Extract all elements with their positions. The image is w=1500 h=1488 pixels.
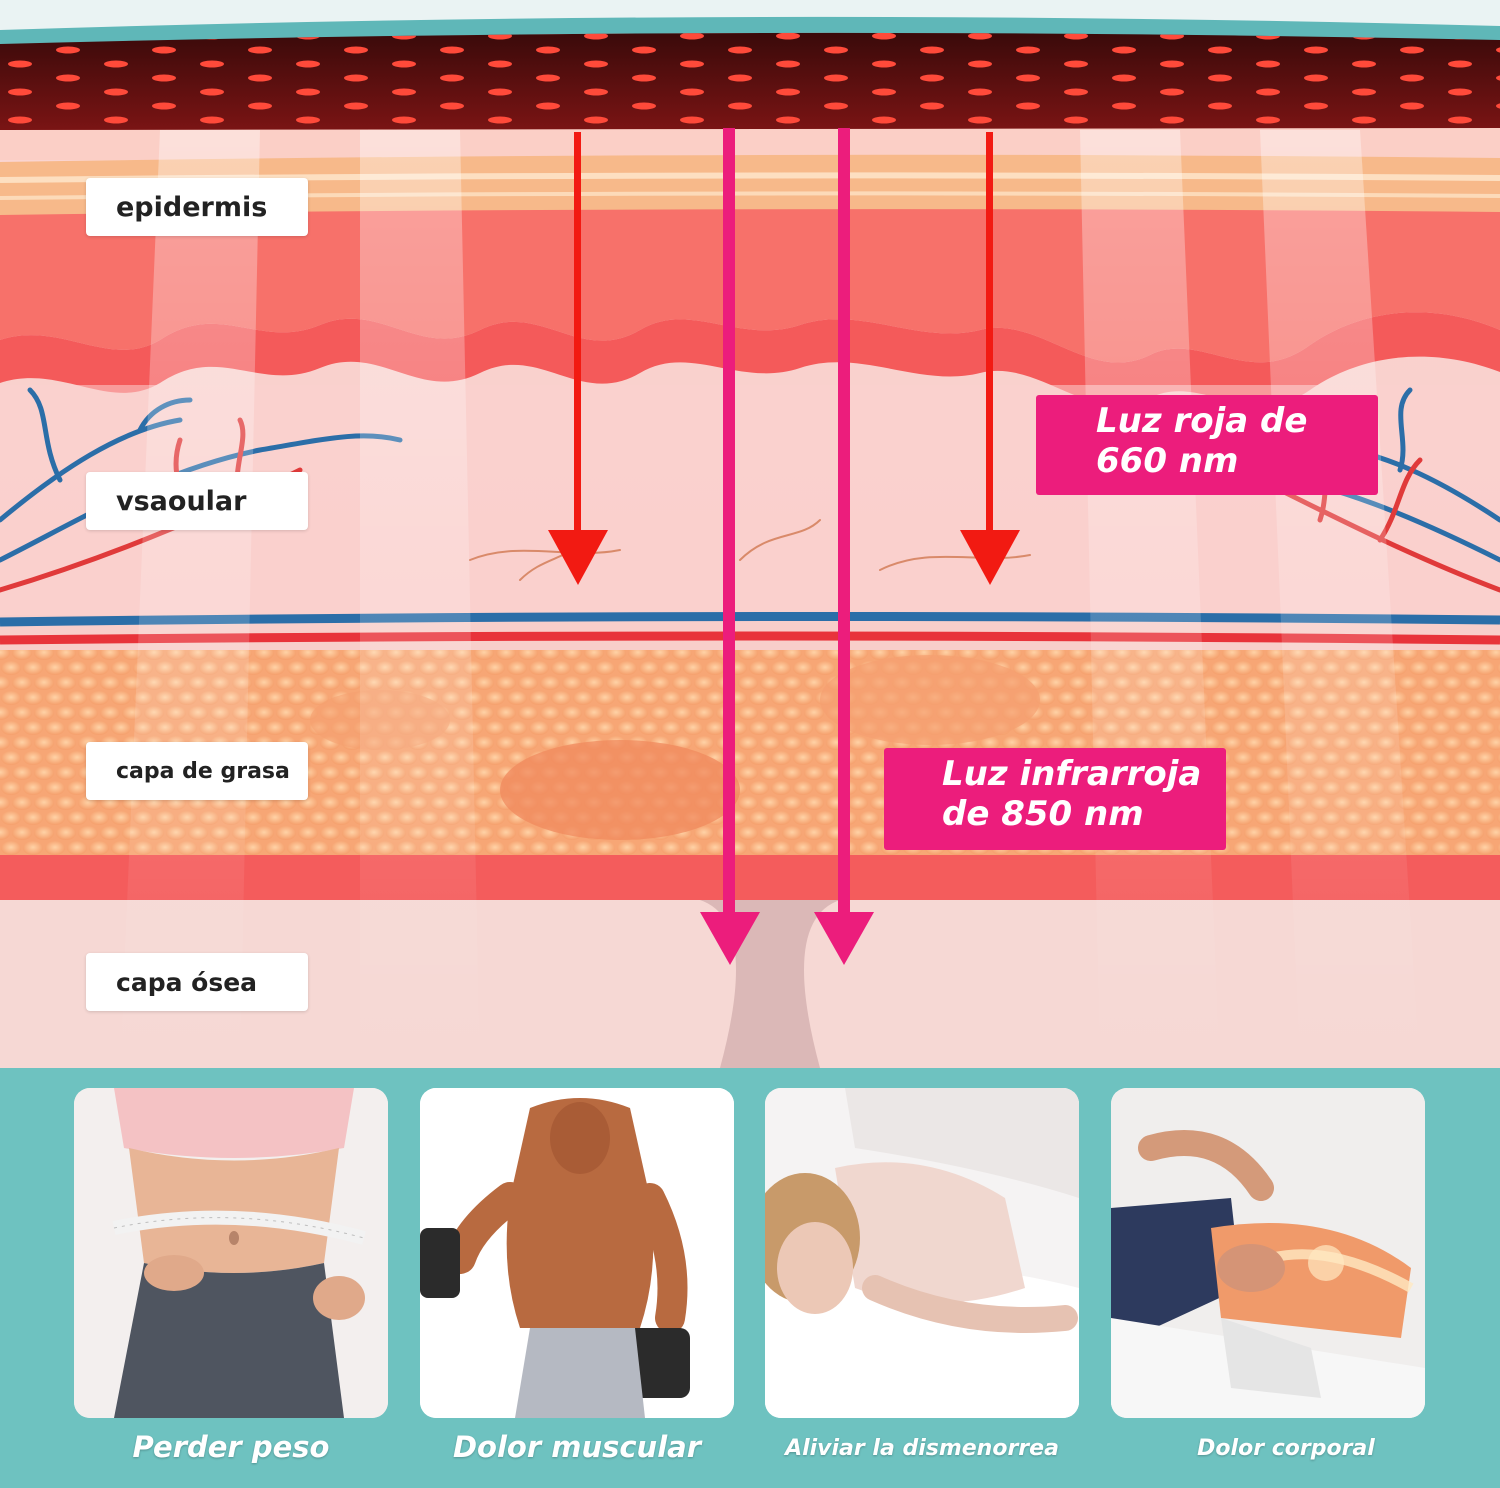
benefit-card-dysmenorrhea bbox=[765, 1088, 1079, 1418]
label-vascular: vsaoular bbox=[86, 472, 308, 530]
benefit-card-muscle-pain bbox=[420, 1088, 734, 1418]
label-red-light-line1: Luz roja de bbox=[1096, 401, 1308, 441]
infrared-light-arrows bbox=[700, 128, 874, 965]
benefit-card-weight-loss bbox=[74, 1088, 388, 1418]
benefit-card-body-pain bbox=[1111, 1088, 1425, 1418]
red-light-arrows bbox=[548, 132, 1020, 585]
label-infrared-light-line2: de 850 nm bbox=[942, 794, 1144, 834]
skin-cross-section-illustration bbox=[0, 0, 1500, 1068]
benefits-section: Perder peso Dolor muscular Aliviar la di… bbox=[0, 1068, 1500, 1488]
label-infrared-light-line1: Luz infrarroja bbox=[942, 754, 1202, 794]
caption-dysmenorrhea: Aliviar la dismenorrea bbox=[785, 1436, 1059, 1461]
knee-joint-pain-photo bbox=[1111, 1088, 1425, 1418]
caption-weight-loss: Perder peso bbox=[132, 1430, 330, 1464]
label-fat-layer: capa de grasa bbox=[86, 742, 308, 800]
skin-layers-diagram: epidermis vsaoular capa de grasa capa ós… bbox=[0, 0, 1500, 1068]
label-bone-layer: capa ósea bbox=[86, 953, 308, 1011]
label-epidermis: epidermis bbox=[86, 178, 308, 236]
woman-resting-photo bbox=[765, 1088, 1079, 1418]
label-infrared-light: Luz infrarroja de 850 nm bbox=[884, 748, 1226, 850]
caption-body-pain: Dolor corporal bbox=[1197, 1436, 1375, 1461]
waist-measuring-tape-photo bbox=[74, 1088, 388, 1418]
caption-muscle-pain: Dolor muscular bbox=[452, 1430, 702, 1464]
label-red-light: Luz roja de 660 nm bbox=[1036, 395, 1378, 495]
dumbbell-muscle-photo bbox=[420, 1088, 734, 1418]
label-red-light-line2: 660 nm bbox=[1096, 441, 1239, 481]
